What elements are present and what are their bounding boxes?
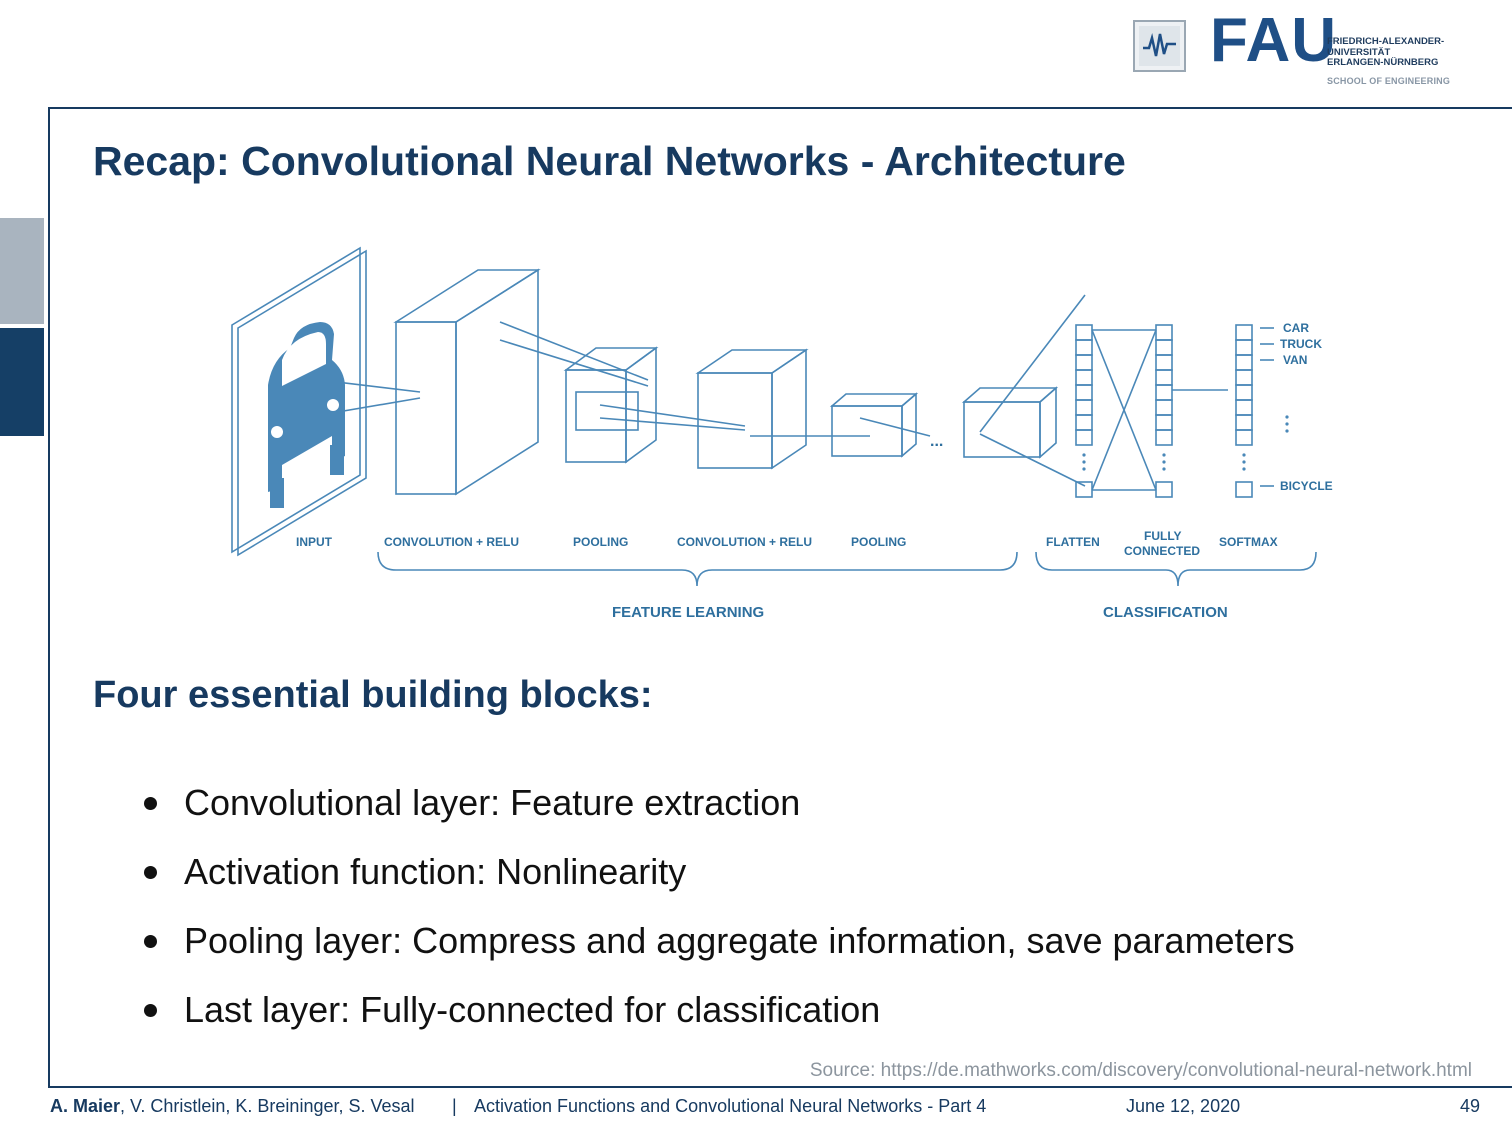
- fau-logo: FAU: [1210, 6, 1337, 75]
- softmax-column: [1235, 324, 1253, 498]
- slide-frame-left: [48, 107, 50, 1086]
- conv1-box-side: [455, 268, 539, 496]
- university-line: FRIEDRICH-ALEXANDER-: [1327, 36, 1445, 47]
- bullet-item: Activation function: Nonlinearity: [140, 849, 1440, 918]
- stage-label-flatten: FLATTEN: [1046, 535, 1100, 549]
- feature-learning-brace: [377, 551, 1018, 587]
- footer-separator: |: [452, 1096, 457, 1116]
- pool1-box-top: [563, 347, 659, 371]
- pipeline-ellipsis: ...: [930, 433, 943, 450]
- slide-frame-top: [48, 107, 1512, 109]
- flatten-column: [1075, 324, 1093, 498]
- university-line: ERLANGEN-NÜRNBERG: [1327, 57, 1439, 68]
- input-sheet-back: [231, 246, 361, 554]
- pool1-box-side: [625, 346, 657, 464]
- footer-page-number: 49: [1459, 1096, 1480, 1116]
- source-citation: Source: https://de.mathworks.com/discove…: [809, 1060, 1472, 1081]
- section-heading: Four essential building blocks:: [93, 674, 653, 716]
- pool2-box-side: [901, 392, 917, 458]
- bullet-text: Pooling layer: Compress and aggregate in…: [184, 920, 1295, 961]
- bullet-list: Convolutional layer: Feature extraction …: [140, 780, 1440, 1056]
- column-ellipsis-dots: [1082, 415, 1289, 471]
- footer-talk-title: Activation Functions and Convolutional N…: [474, 1096, 987, 1116]
- pool2-box-front: [831, 405, 903, 457]
- side-section-marker-active: [0, 328, 44, 436]
- class-label-bicycle: BICYCLE: [1280, 479, 1333, 493]
- footer-authors: A. Maier, V. Christlein, K. Breininger, …: [50, 1096, 415, 1117]
- bullet-text: Last layer: Fully-connected for classifi…: [184, 989, 881, 1030]
- university-seal-logo: [1133, 20, 1186, 72]
- stage-label-softmax: SOFTMAX: [1219, 535, 1278, 549]
- school-name: SCHOOL OF ENGINEERING: [1327, 76, 1451, 86]
- pool1-inner-slab: [575, 391, 639, 431]
- side-section-marker-inactive: [0, 218, 44, 324]
- bullet-dot-icon: [144, 935, 157, 948]
- university-line: UNIVERSITÄT: [1327, 46, 1391, 58]
- stage-label-conv2: CONVOLUTION + RELU: [677, 535, 812, 549]
- pool1-box-front: [565, 369, 627, 463]
- class-label-car: CAR: [1283, 321, 1309, 335]
- stage-label-input: INPUT: [296, 535, 333, 549]
- car-details: [271, 332, 339, 438]
- footer-lead-author: A. Maier: [50, 1096, 121, 1116]
- classification-brace: [1035, 551, 1317, 587]
- stage-label-fully: FULLY: [1144, 529, 1182, 543]
- footer-date: June 12, 2020: [1126, 1096, 1241, 1116]
- bullet-text: Activation function: Nonlinearity: [184, 851, 687, 892]
- final-feature-box-side: [1039, 386, 1057, 459]
- bullet-dot-icon: [144, 866, 157, 879]
- bullet-dot-icon: [144, 797, 157, 810]
- bullet-item: Pooling layer: Compress and aggregate in…: [140, 918, 1440, 987]
- bullet-dot-icon: [144, 1004, 157, 1017]
- bullet-text: Convolutional layer: Feature extraction: [184, 782, 801, 823]
- slide-title: Recap: Convolutional Neural Networks - A…: [93, 138, 1126, 184]
- group-label-feature-learning: FEATURE LEARNING: [612, 604, 764, 621]
- bullet-item: Last layer: Fully-connected for classifi…: [140, 987, 1440, 1056]
- conv1-box-front: [395, 321, 457, 495]
- class-label-van: VAN: [1283, 353, 1307, 367]
- conv2-box-side: [771, 348, 807, 470]
- stage-label-pool2: POOLING: [851, 535, 906, 549]
- footer-coauthors: , V. Christlein, K. Breininger, S. Vesal: [120, 1096, 415, 1116]
- slide-frame-bottom: [48, 1086, 1512, 1088]
- cnn-architecture-diagram: ... INPUT CONVOLUTION + RELU POOLING CON…: [231, 246, 1333, 621]
- final-feature-box-front: [963, 401, 1041, 458]
- fully-connected-column: [1155, 324, 1173, 498]
- group-label-classification: CLASSIFICATION: [1103, 604, 1228, 621]
- bullet-item: Convolutional layer: Feature extraction: [140, 780, 1440, 849]
- input-sheet-front: [237, 249, 367, 557]
- stage-label-conv1: CONVOLUTION + RELU: [384, 535, 519, 549]
- class-label-truck: TRUCK: [1280, 337, 1322, 351]
- stage-label-pool1: POOLING: [573, 535, 628, 549]
- university-name: FRIEDRICH-ALEXANDER- UNIVERSITÄT ERLANGE…: [1327, 36, 1445, 69]
- stage-label-connected: CONNECTED: [1124, 544, 1200, 558]
